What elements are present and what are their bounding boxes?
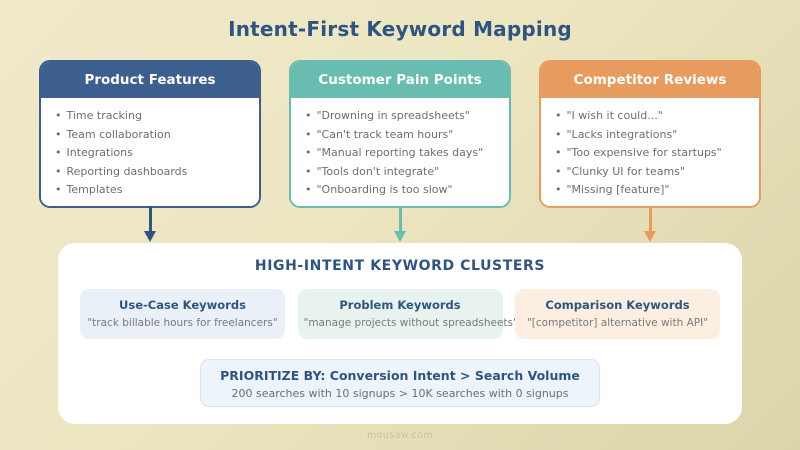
list-item: • "Can't track team hours" bbox=[305, 126, 497, 145]
source-card-product-features: Product Features • Time tracking • Team co… bbox=[39, 60, 261, 208]
bullet-dot-icon: • bbox=[55, 146, 62, 160]
bullet-dot-icon: • bbox=[555, 164, 562, 178]
list-item-label: "Can't track team hours" bbox=[316, 127, 454, 141]
bullet-dot-icon: • bbox=[305, 146, 312, 160]
cluster-chip-row: Use-Case Keywords "track billable hours … bbox=[80, 289, 720, 339]
list-item: • "Clunky UI for teams" bbox=[555, 163, 747, 182]
bullet-dot-icon: • bbox=[555, 109, 562, 122]
panel-title: HIGH-INTENT KEYWORD CLUSTERS bbox=[254, 258, 546, 274]
card-bullet-list: • "Drowning in spreadsheets" • "Can't trac… bbox=[291, 98, 509, 206]
arrow-shaft bbox=[649, 206, 652, 233]
cluster-chip-problem: Problem Keywords "manage projects withou… bbox=[297, 289, 518, 339]
arrow-down-icon-product-features bbox=[143, 206, 157, 242]
prioritize-rule: PRIORITIZE BY: Conversion Intent > Searc… bbox=[220, 368, 580, 383]
list-item-label: "Missing [feature]" bbox=[566, 183, 670, 197]
bullet-dot-icon: • bbox=[55, 127, 62, 141]
bullet-dot-icon: • bbox=[55, 109, 62, 122]
list-item-label: "Drowning in spreadsheets" bbox=[316, 109, 470, 122]
bullet-dot-icon: • bbox=[55, 183, 62, 197]
list-item: • Time tracking bbox=[55, 107, 247, 126]
bullet-dot-icon: • bbox=[305, 164, 312, 178]
page-title: Intent-First Keyword Mapping bbox=[228, 17, 572, 41]
arrow-down-icon-competitor-reviews bbox=[643, 206, 657, 242]
card-header-label: Competitor Reviews bbox=[541, 62, 759, 98]
bullet-dot-icon: • bbox=[305, 127, 312, 141]
list-item-label: Team collaboration bbox=[66, 127, 171, 141]
source-card-customer-pain-points: Customer Pain Points • "Drowning in sprea… bbox=[289, 60, 511, 208]
list-item: • "Lacks integrations" bbox=[555, 126, 747, 145]
card-header-label: Customer Pain Points bbox=[291, 62, 509, 98]
list-item: • Reporting dashboards bbox=[55, 163, 247, 182]
list-item-label: Time tracking bbox=[66, 109, 142, 122]
list-item: • Team collaboration bbox=[55, 126, 247, 145]
list-item-label: "I wish it could..." bbox=[566, 109, 663, 122]
list-item-label: "Too expensive for startups" bbox=[566, 146, 722, 160]
arrow-head bbox=[144, 231, 156, 242]
bullet-dot-icon: • bbox=[305, 109, 312, 122]
arrow-shaft bbox=[149, 206, 152, 233]
cluster-chip-title: Use-Case Keywords bbox=[119, 298, 246, 312]
list-item-label: "Onboarding is too slow" bbox=[316, 183, 453, 197]
list-item: • "I wish it could..." bbox=[555, 107, 747, 126]
list-item: • "Too expensive for startups" bbox=[555, 144, 747, 163]
cluster-chip-example: "[competitor] alternative with API" bbox=[526, 317, 709, 329]
cluster-chip-title: Problem Keywords bbox=[339, 298, 461, 312]
list-item-label: Integrations bbox=[66, 146, 133, 160]
list-item-label: Templates bbox=[66, 183, 123, 197]
list-item: • Templates bbox=[55, 181, 247, 200]
card-bullet-list: • "I wish it could..." • "Lacks integratio… bbox=[541, 98, 759, 206]
watermark: mousaw.com bbox=[366, 430, 434, 441]
bullet-dot-icon: • bbox=[555, 127, 562, 141]
prioritize-example: 200 searches with 10 signups > 10K searc… bbox=[231, 387, 569, 400]
list-item: • "Manual reporting takes days" bbox=[305, 144, 497, 163]
arrow-down-icon-customer-pain-points bbox=[393, 206, 407, 242]
list-item-label: "Tools don't integrate" bbox=[316, 164, 440, 178]
arrow-head bbox=[394, 231, 406, 242]
prioritize-callout: PRIORITIZE BY: Conversion Intent > Searc… bbox=[200, 359, 600, 407]
card-bullet-list: • Time tracking • Team collaboration • Inte… bbox=[41, 98, 259, 206]
keyword-clusters-panel: HIGH-INTENT KEYWORD CLUSTERS Use-Case Ke… bbox=[58, 243, 742, 424]
bullet-dot-icon: • bbox=[555, 146, 562, 160]
list-item: • "Tools don't integrate" bbox=[305, 163, 497, 182]
cluster-chip-comparison: Comparison Keywords "[competitor] altern… bbox=[515, 289, 720, 339]
cluster-chip-use-case: Use-Case Keywords "track billable hours … bbox=[80, 289, 285, 339]
list-item: • "Drowning in spreadsheets" bbox=[305, 107, 497, 126]
list-item-label: Reporting dashboards bbox=[66, 164, 188, 178]
cluster-chip-example: "track billable hours for freelancers" bbox=[87, 317, 278, 329]
list-item-label: "Lacks integrations" bbox=[566, 127, 678, 141]
arrow-head bbox=[644, 231, 656, 242]
bullet-dot-icon: • bbox=[555, 183, 562, 197]
source-card-competitor-reviews: Competitor Reviews • "I wish it could..."… bbox=[539, 60, 761, 208]
cluster-chip-example: "manage projects without spreadsheets" bbox=[303, 317, 518, 329]
list-item-label: "Manual reporting takes days" bbox=[316, 146, 484, 160]
bullet-dot-icon: • bbox=[305, 183, 312, 197]
arrow-shaft bbox=[399, 206, 402, 233]
list-item: • Integrations bbox=[55, 144, 247, 163]
card-header-label: Product Features bbox=[41, 62, 259, 98]
bullet-dot-icon: • bbox=[55, 164, 62, 178]
list-item-label: "Clunky UI for teams" bbox=[566, 164, 685, 178]
list-item: • "Onboarding is too slow" bbox=[305, 181, 497, 200]
list-item: • "Missing [feature]" bbox=[555, 181, 747, 200]
cluster-chip-title: Comparison Keywords bbox=[545, 298, 690, 312]
